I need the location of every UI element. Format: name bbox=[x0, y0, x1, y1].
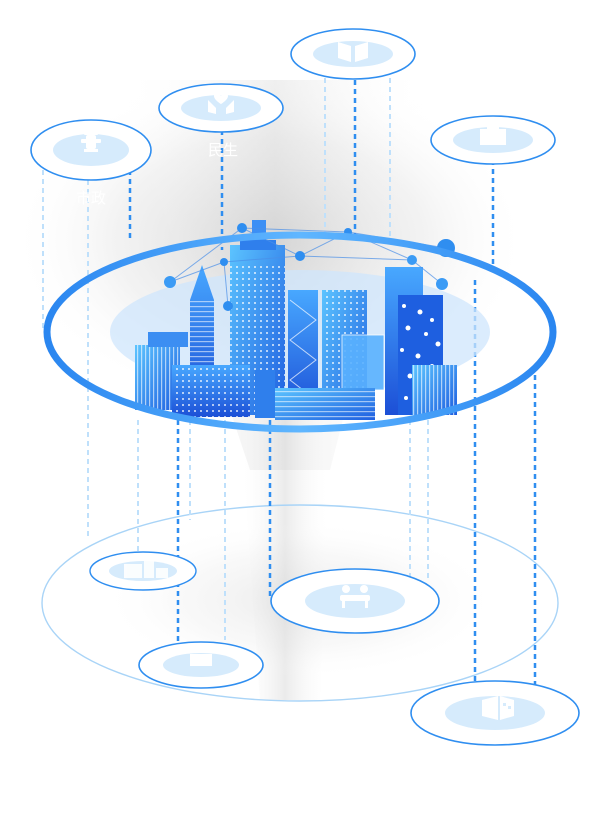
factory-icon bbox=[124, 560, 168, 578]
people-meeting-icon bbox=[340, 585, 370, 608]
city-buildings bbox=[135, 220, 457, 420]
node-livelihood: 民生 bbox=[158, 83, 284, 159]
building-icon bbox=[480, 120, 506, 145]
node-top bbox=[290, 28, 416, 80]
node-bottom-left bbox=[89, 551, 197, 591]
node-right bbox=[430, 115, 556, 165]
fire-hydrant-icon bbox=[81, 131, 101, 152]
city-ring bbox=[43, 231, 557, 433]
node-municipal: 市政 bbox=[30, 119, 152, 207]
municipal-label: 市政 bbox=[76, 189, 106, 207]
livelihood-label: 民生 bbox=[208, 141, 238, 159]
warehouse-icon bbox=[482, 696, 514, 720]
node-bottom-right bbox=[410, 680, 580, 746]
open-book-icon bbox=[338, 42, 368, 62]
hands-heart-icon bbox=[208, 93, 234, 114]
node-bottom-center bbox=[270, 568, 440, 634]
node-bottom-small bbox=[138, 641, 264, 689]
box-icon bbox=[190, 654, 212, 666]
lower-platform-ring bbox=[41, 504, 559, 702]
